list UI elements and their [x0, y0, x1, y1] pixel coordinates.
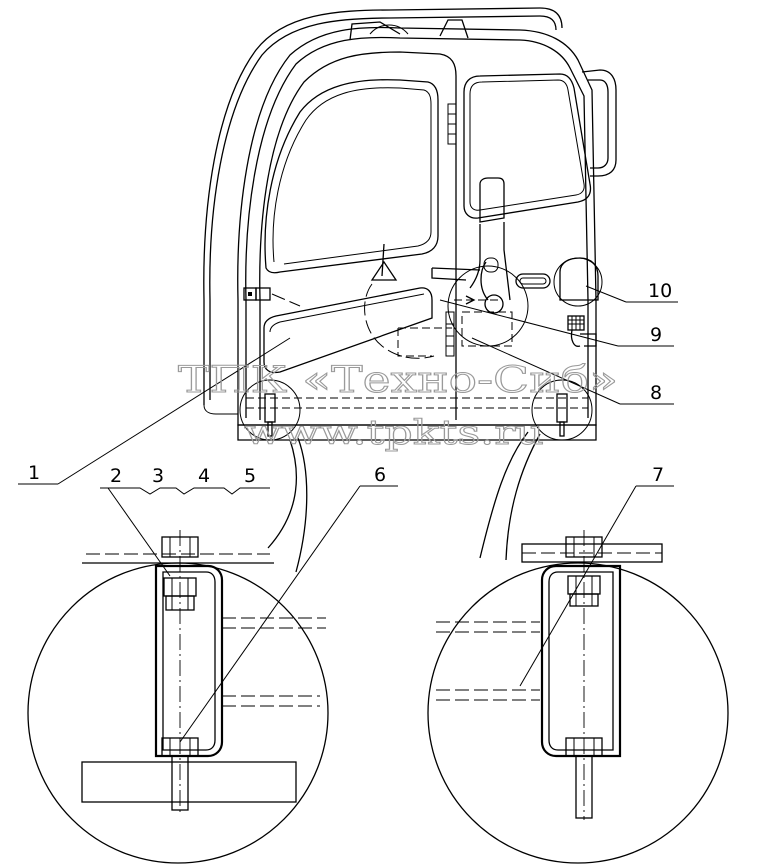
detail-circle-left [27, 562, 329, 864]
door-lower-panel [263, 287, 433, 374]
cab-door [243, 51, 457, 420]
callout-9: 9 [650, 324, 662, 346]
callout-6: 6 [374, 464, 386, 486]
callout-4: 4 [198, 465, 210, 487]
callout-2: 2 [110, 465, 122, 487]
rear-window [463, 73, 592, 219]
detail-circle-right [427, 562, 729, 864]
callout-8: 8 [650, 382, 662, 404]
callout-10: 10 [648, 280, 672, 302]
callout-3: 3 [152, 465, 164, 487]
rear-lamp [559, 257, 599, 301]
mount-bracket-right [540, 564, 622, 758]
detail-view-left [27, 530, 329, 864]
cab-body [203, 7, 617, 441]
callout-7: 7 [652, 464, 664, 486]
mount-bracket-left [154, 564, 224, 758]
callout-5: 5 [244, 465, 256, 487]
detail-view-right [427, 530, 729, 864]
door-window [264, 79, 439, 274]
watermark-url: www.tpkts.ru [244, 413, 544, 453]
detail-leaders [267, 431, 541, 573]
leader-lines [18, 285, 678, 743]
callout-labels: 1 2 3 4 5 6 7 8 9 10 [28, 280, 672, 487]
mount-detail-markers [239, 379, 593, 441]
latch-pin [484, 294, 504, 314]
callout-1: 1 [28, 462, 40, 484]
watermark: ТПК «Техно-Сиб» www.tpkts.ru [178, 360, 619, 454]
watermark-title: ТПК «Техно-Сиб» [178, 360, 618, 401]
rear-section [431, 73, 603, 347]
